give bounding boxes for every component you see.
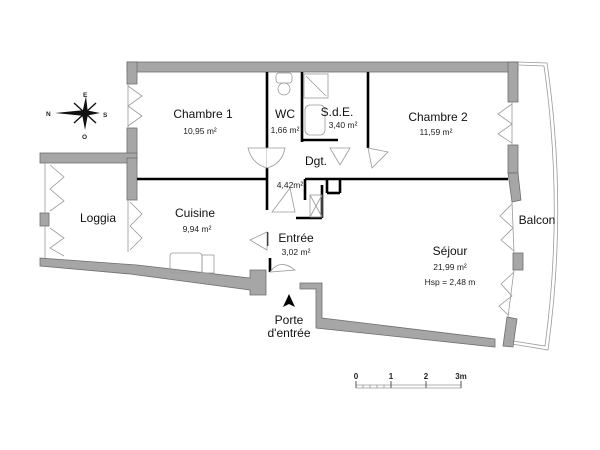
compass-north: N (46, 111, 51, 118)
room-sejour-name: Séjour (433, 244, 468, 258)
scale-tick-3: 3m (455, 372, 467, 381)
compass-south: S (103, 112, 108, 119)
entrance-label-line1: Porte (275, 313, 304, 327)
room-wc-name: WC (275, 107, 295, 121)
toilet-tank (275, 72, 293, 84)
room-labels: Chambre 1 10,95 m² WC 1,66 m² S.d.E. 3,4… (80, 105, 555, 287)
room-entree-area: 3,02 m² (282, 247, 311, 257)
room-sejour-height: Hsp = 2,48 m (425, 277, 476, 287)
toilet-bowl (277, 82, 291, 96)
scale-tick-1: 1 (389, 372, 394, 381)
doors (247, 147, 389, 273)
room-cuisine-name: Cuisine (175, 206, 215, 220)
room-chambre2-name: Chambre 2 (408, 110, 468, 124)
room-entree-name: Entrée (278, 231, 314, 245)
room-loggia-name: Loggia (80, 211, 116, 225)
room-chambre1-name: Chambre 1 (173, 107, 233, 121)
room-cuisine-area: 9,94 m² (183, 224, 212, 234)
cupboard (309, 194, 323, 218)
compass-rose-icon: N S E O (46, 92, 108, 141)
room-sde-area: 3,40 m² (329, 120, 358, 130)
scale-tick-2: 2 (424, 372, 429, 381)
entrance-arrow-icon (283, 294, 295, 307)
entrance-marker: Porte d'entrée (268, 294, 311, 340)
room-chambre1-area: 10,95 m² (183, 126, 217, 136)
room-dgt-name: Dgt. (305, 154, 327, 168)
drainer (201, 254, 215, 274)
interior-partitions (137, 72, 508, 272)
compass-east: E (83, 92, 88, 99)
room-balcon-name: Balcon (519, 213, 556, 227)
balcony-outline (511, 61, 559, 351)
entrance-label-line2: d'entrée (268, 326, 311, 340)
room-wc-area: 1,66 m² (271, 125, 300, 135)
scale-tick-0: 0 (354, 372, 359, 381)
washbasin (304, 104, 326, 136)
compass-west: O (82, 134, 87, 141)
exterior-walls (39, 61, 524, 348)
room-chambre2-area: 11,59 m² (420, 127, 453, 137)
room-dgt-area: 4,42m² (277, 180, 304, 190)
shower-tray (303, 73, 329, 99)
room-sde-name: S.d.E. (321, 105, 354, 119)
fixtures (169, 72, 329, 274)
windows (44, 84, 515, 318)
room-sejour-area: 21,99 m² (433, 262, 467, 272)
scale-bar: 0 1 2 3m (354, 372, 467, 389)
